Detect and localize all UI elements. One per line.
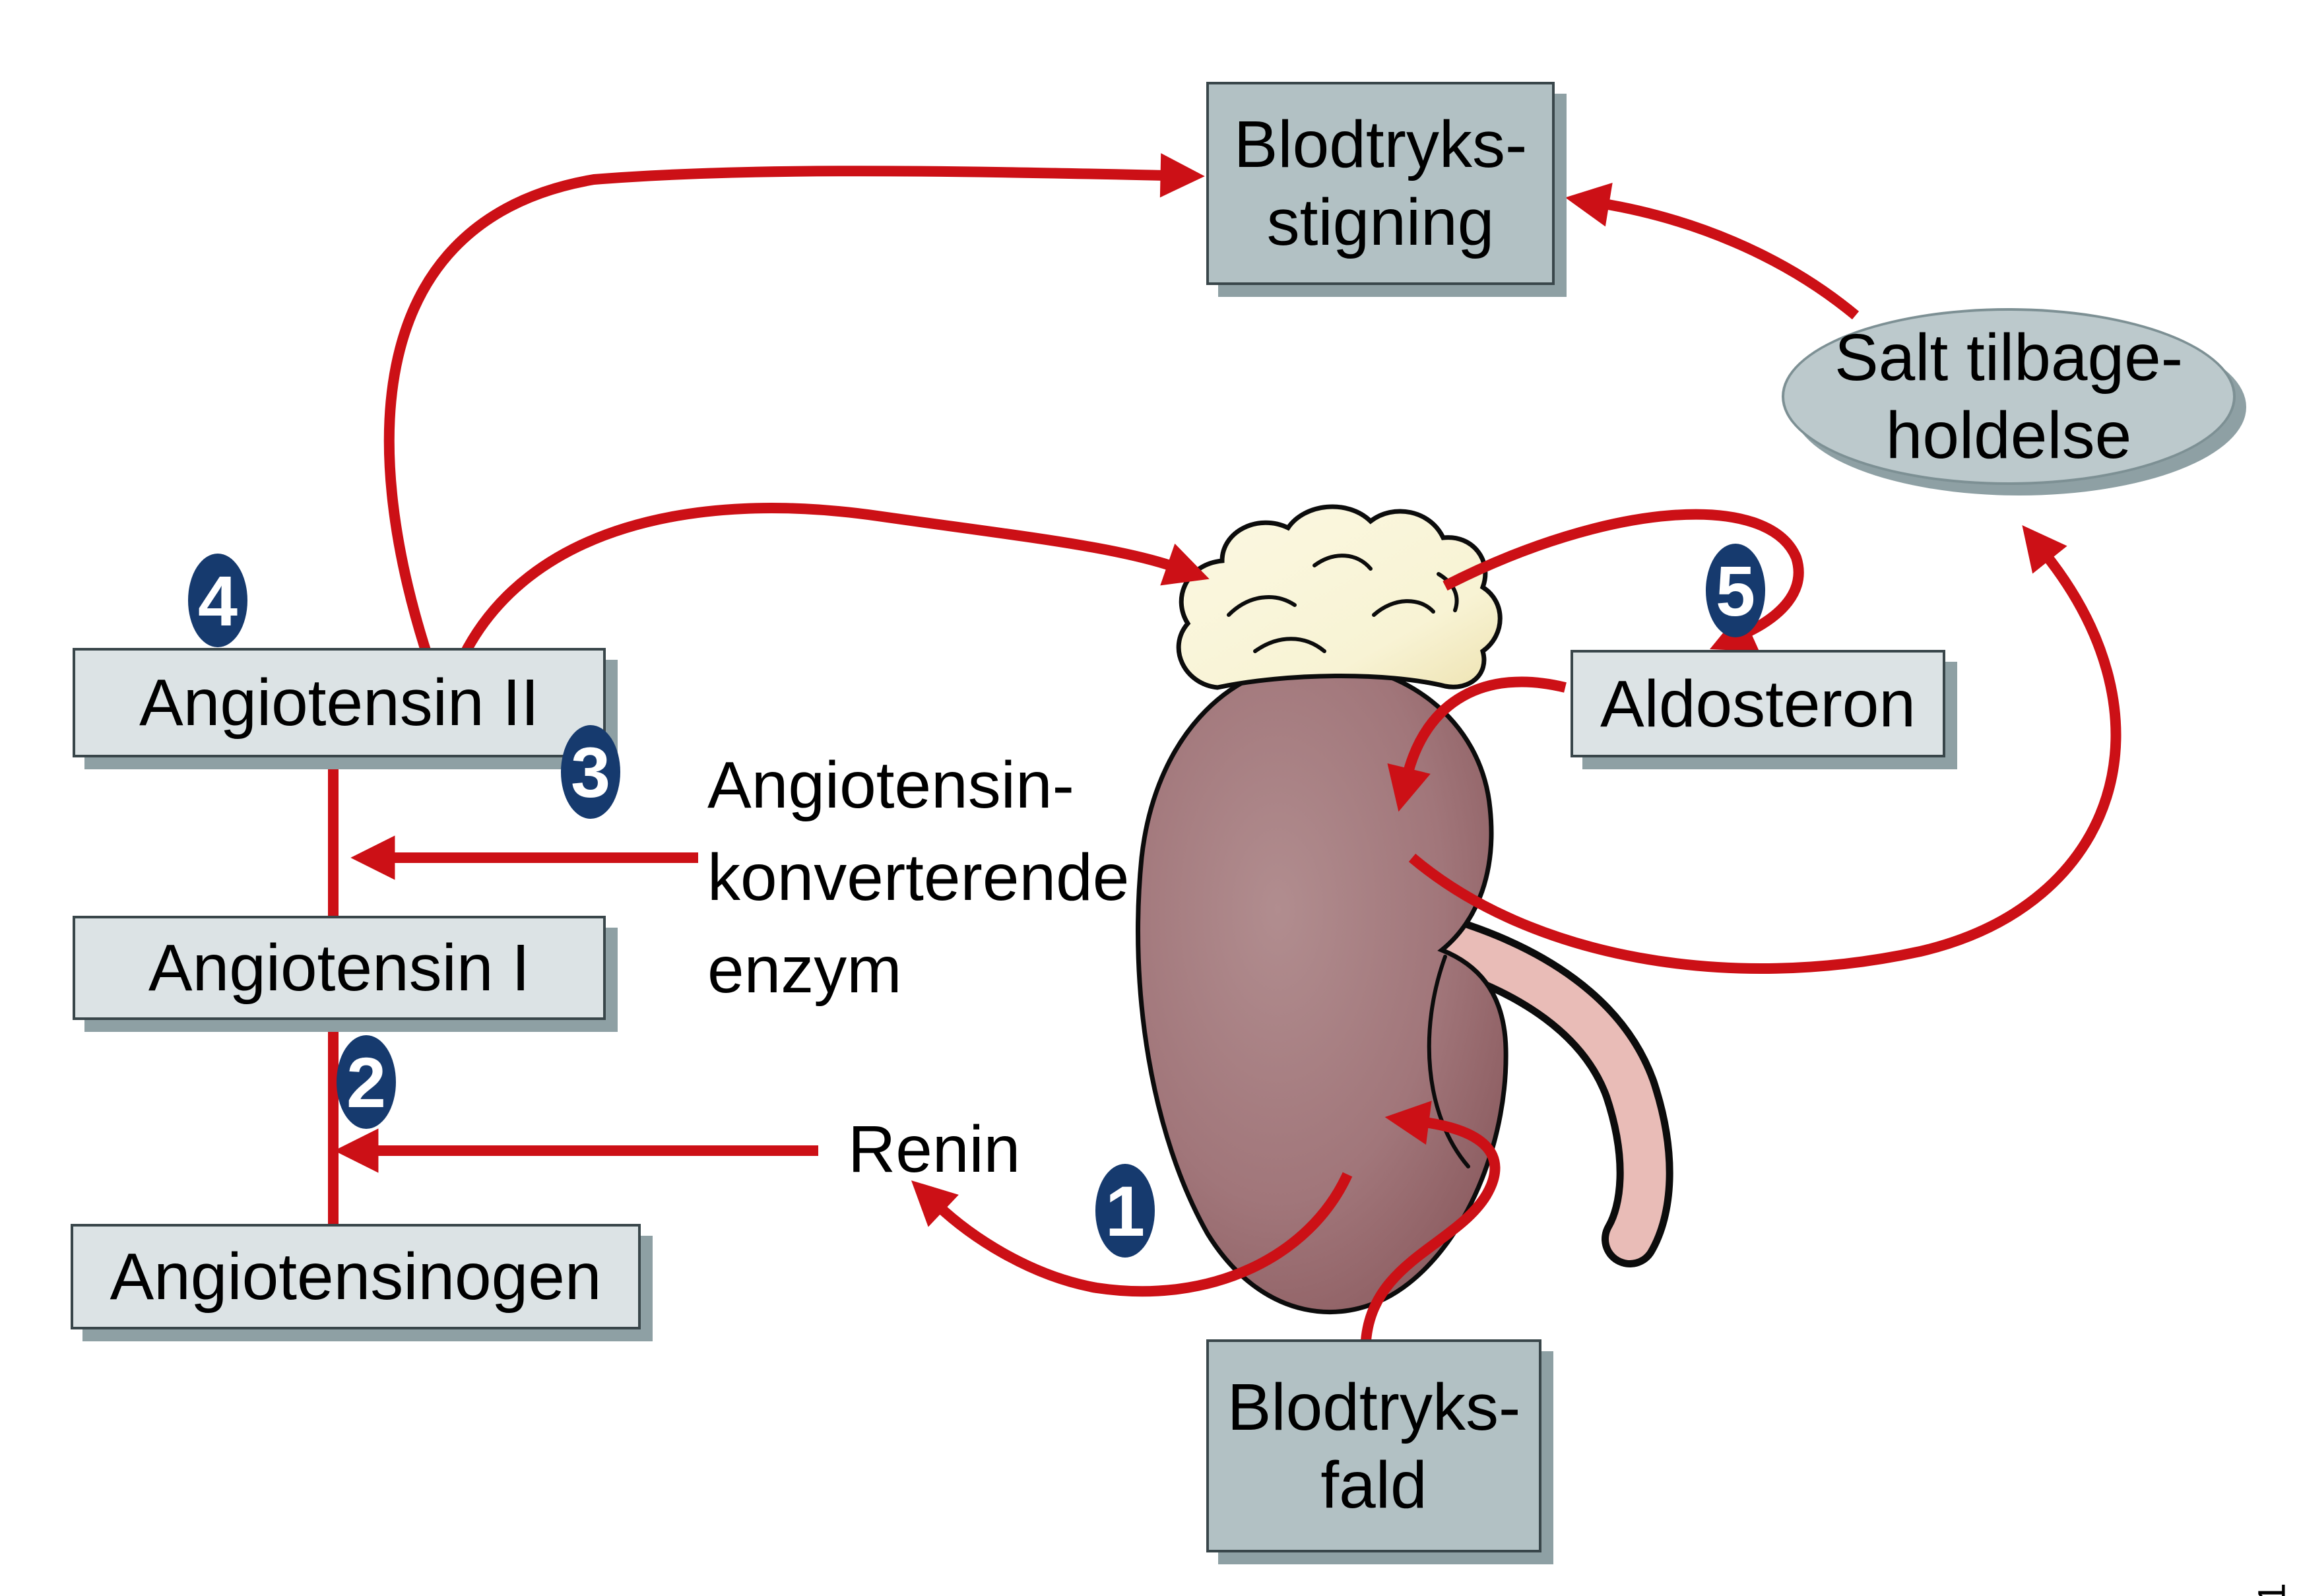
- arrow-adrenal-to-aldosteron: [1442, 509, 1804, 652]
- ureter-illustration: [1417, 915, 1673, 1267]
- node-salt-retention: Salt tilbage- holdelse: [1782, 308, 2236, 485]
- node-blood-pressure-rise: Blodtryks- stigning: [1206, 82, 1555, 285]
- step-badge-3: 3: [561, 725, 620, 819]
- arrow-salt-to-blood-pressure-rise: [1565, 183, 1860, 320]
- node-label: Angiotensin I: [148, 931, 531, 1005]
- node-aldosteron: Aldosteron: [1571, 650, 1945, 757]
- arrow-kidney-to-salt-retention: [1408, 525, 2122, 974]
- label-ace-line: Angiotensin-: [707, 748, 1074, 822]
- node-label: Salt tilbage-: [1834, 321, 2184, 395]
- label-renin: Renin: [848, 1112, 1021, 1186]
- label-ace: Angiotensin- konverterende enzym: [707, 739, 1129, 1016]
- node-label: fald: [1320, 1448, 1427, 1522]
- node-label: Angiotensin II: [139, 666, 539, 740]
- node-angiotensinogen: Angiotensinogen: [71, 1224, 641, 1329]
- label-ace-line: enzym: [707, 933, 902, 1007]
- arrow-aldosteron-to-kidney: [1387, 676, 1567, 812]
- node-angiotensin-ii: Angiotensin II: [73, 648, 606, 757]
- node-label: holdelse: [1885, 399, 2132, 472]
- node-label: stigning: [1266, 185, 1495, 259]
- step-badge-4: 4: [188, 554, 247, 647]
- node-blood-pressure-fall: Blodtryks- fald: [1206, 1339, 1541, 1552]
- kidney-illustration: [1136, 660, 1508, 1315]
- arrow-blood-pressure-fall-to-kidney: [1361, 1101, 1501, 1341]
- label-ace-line: konverterende: [707, 841, 1130, 914]
- node-angiotensin-i: Angiotensin I: [73, 916, 606, 1020]
- step-badge-1: 1: [1095, 1164, 1155, 1258]
- adrenal-gland-illustration: [1176, 504, 1503, 690]
- node-label: Aldosteron: [1600, 666, 1916, 741]
- kidney-hilum-line: [1427, 955, 1470, 1168]
- arrow-kidney-to-renin: [911, 1172, 1353, 1297]
- arrow-angiotensin2-to-adrenal: [458, 503, 1210, 659]
- step-badge-2: 2: [337, 1035, 396, 1129]
- node-label: Blodtryks-: [1233, 108, 1528, 181]
- node-label: Angiotensinogen: [110, 1240, 602, 1314]
- step-badge-5: 5: [1706, 544, 1765, 637]
- arrow-angiotensin2-to-blood-pressure-rise: [383, 153, 1205, 658]
- node-label: Blodtryks-: [1227, 1370, 1521, 1444]
- copyright-credit: © Birgitte Lerche-Barlach 2011: [2250, 1583, 2294, 1596]
